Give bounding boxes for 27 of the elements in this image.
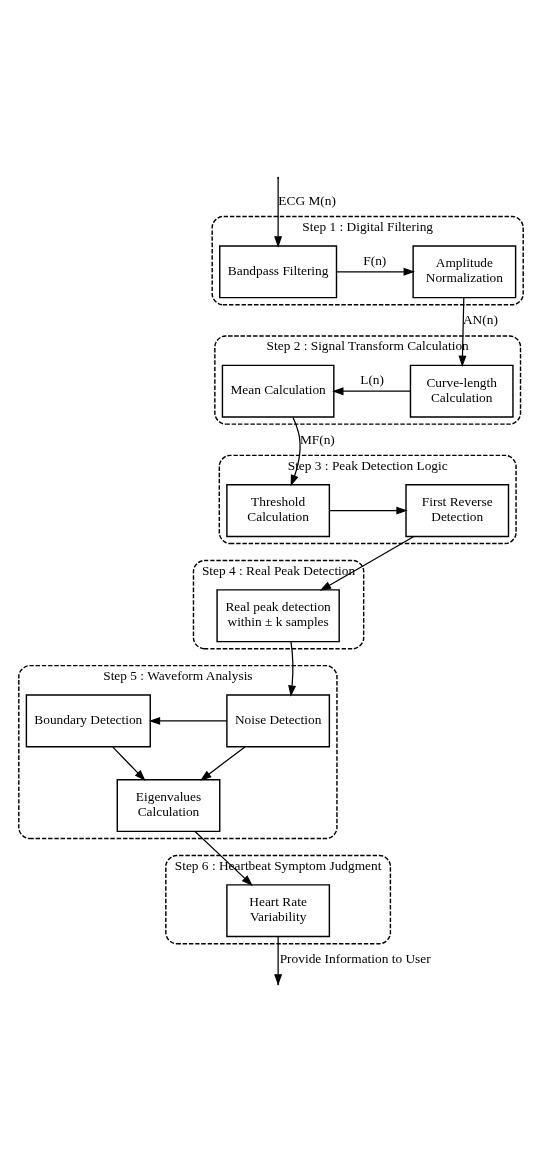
node-box: Real peak detection within ± k samples [216,589,340,643]
edge-label: F(n) [363,252,387,268]
arrow [148,716,228,725]
arrow [288,641,297,697]
node-box: Boundary Detection [25,694,151,748]
arrow [332,387,411,396]
node-box: Eigenvalues Calculation [116,779,221,833]
arrow [200,746,246,781]
arrow [274,177,283,248]
arrow [328,506,408,515]
node-box: Threshold Calculation [226,484,331,538]
arrow [290,416,301,487]
node-box: First Reverse Detection [405,484,510,538]
edge-label: Provide Information to User [279,951,431,967]
node-box: Noise Detection [226,694,331,748]
node-box: Heart Rate Variability [226,884,331,938]
node-box: Bandpass Filtering [219,245,338,299]
arrow [319,535,415,591]
arrow [111,746,146,782]
node-box: Mean Calculation [221,364,335,418]
edge-label: ECG M(n) [278,192,336,208]
arrow [458,297,467,367]
edge-label: L(n) [360,372,385,388]
node-box: Curve-length Calculation [409,364,514,418]
edge-label: MF(n) [299,431,335,447]
arrow [335,267,415,276]
node-box: Amplitude Normalization [412,245,517,299]
